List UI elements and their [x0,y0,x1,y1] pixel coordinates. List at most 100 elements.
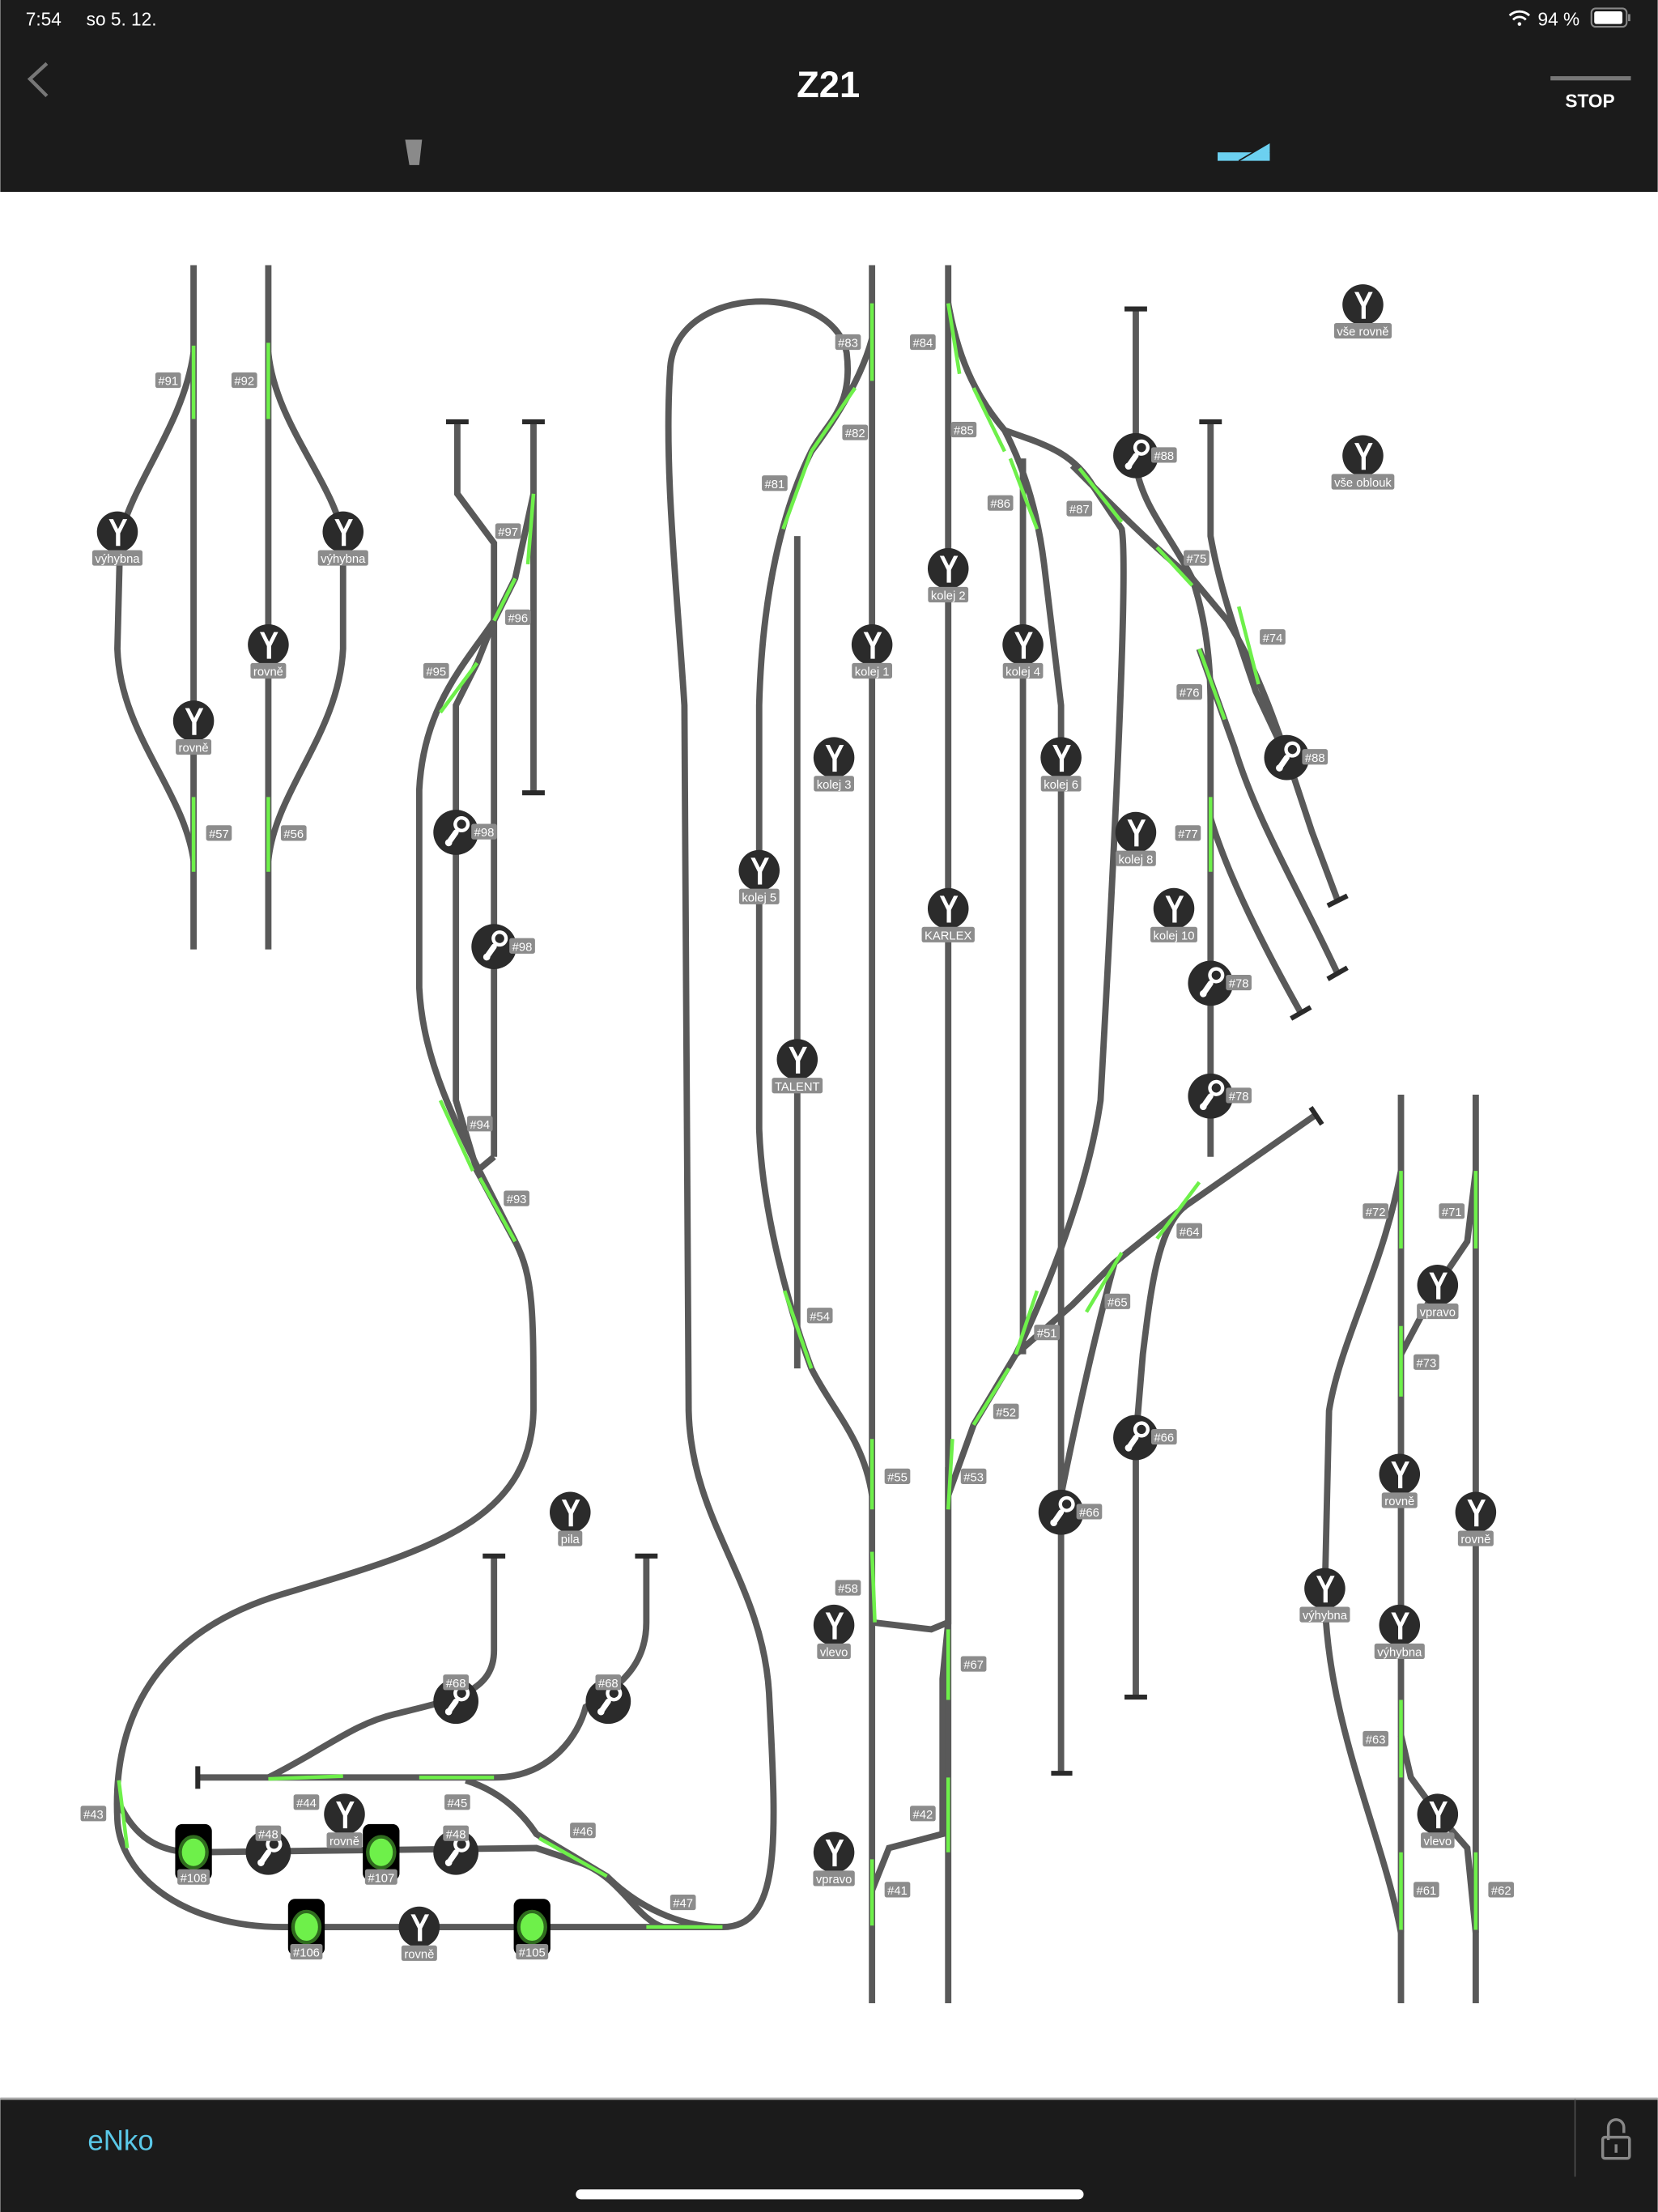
uncoupler-icon [1124,1421,1150,1452]
address-tag: #46 [570,1823,596,1839]
turnout-button[interactable]: TALENT [772,1039,823,1094]
turnout-label: rovně [1460,1534,1490,1546]
stop-button[interactable]: STOP [1550,76,1631,111]
turnout-button[interactable]: rovně [324,1793,365,1848]
address-label: #42 [913,1809,933,1822]
address-tag: #44 [293,1794,320,1810]
uncoupler-button[interactable]: #78 [1188,960,1252,1006]
address-label-bg [1439,1203,1465,1219]
uncoupler-button[interactable]: #66 [1038,1489,1103,1535]
turnout-label-bg [317,550,368,566]
address-tag: #94 [466,1116,493,1132]
turnout-button[interactable]: kolej 5 [738,849,780,905]
turnout-button[interactable]: výhybna [91,511,143,567]
turnout-button[interactable]: vše oblouk [1331,435,1395,491]
signal-button[interactable]: #105 [513,1899,551,1960]
address-tag: #77 [1175,825,1201,841]
turnout-button[interactable]: kolej 4 [1002,623,1044,679]
uncoupler-button[interactable]: #88 [1113,432,1177,479]
address-label-bg [1363,1203,1388,1219]
turnout-button[interactable]: pila [550,1491,591,1547]
address-tag: #87 [1066,500,1093,517]
address-label-bg [842,424,869,440]
turnout-button[interactable]: rovně [1379,1453,1421,1508]
turnout-button[interactable]: kolej 10 [1150,887,1197,943]
turnout-label: vše rovně [1337,326,1388,339]
uncoupler-button[interactable]: #78 [1188,1073,1252,1119]
address-label: #75 [1187,553,1207,566]
turnout-icon [825,1840,844,1867]
tab-turnout-icon[interactable] [1218,142,1270,162]
turnout-label-bg [1333,322,1392,339]
address-label: #97 [498,526,518,539]
address-label: #64 [1180,1226,1200,1239]
track-layout [113,265,1479,2004]
uncoupler-button[interactable]: #66 [1113,1414,1177,1461]
turnout-button[interactable]: kolej 1 [851,623,893,679]
turnout-label: výhybna [95,553,140,566]
address-label-bg [293,1794,320,1810]
turnout-button[interactable]: KARLEX [921,887,975,943]
uncoupler-button[interactable]: #98 [471,924,535,969]
uncoupler-button[interactable]: #98 [433,810,497,855]
turnout-button[interactable]: vlevo [1417,1793,1459,1848]
turnout-label-bg [91,550,143,566]
address-tag: #72 [1363,1203,1388,1219]
signal-label: #107 [368,1872,394,1885]
address-label: #92 [234,376,254,389]
address-label: #43 [83,1809,104,1822]
home-indicator[interactable] [576,2189,1084,2200]
address-label: #85 [954,425,974,438]
turnout-icon [1014,632,1033,659]
turnout-button[interactable]: kolej 3 [813,737,855,792]
turnout-label-bg [176,738,212,755]
turnout-button[interactable]: vpravo [1417,1265,1459,1320]
turnout-label-bg [813,1870,855,1887]
turnout-button[interactable]: kolej 2 [927,547,969,603]
uncoupler-button[interactable]: #88 [1264,734,1329,781]
turnout-button[interactable]: rovně [248,623,289,679]
lock-icon[interactable] [1601,2118,1631,2160]
turnout-button[interactable]: rovně [172,700,215,755]
turnout-label: výhybna [321,553,366,566]
turnout-button[interactable]: výhybna [317,511,368,567]
address-tag: #42 [910,1806,936,1822]
uncoupler-label: #98 [512,941,533,954]
address-label: #67 [963,1659,984,1672]
turnout-icon [1316,1576,1335,1603]
signal-button[interactable]: #108 [175,1823,212,1885]
address-label-bg [504,1190,529,1206]
turnout-button[interactable]: kolej 8 [1115,811,1157,867]
turnout-button[interactable]: rovně [1455,1491,1497,1547]
status-date: so 5. 12. [87,8,157,29]
signal-label-bg [364,1869,397,1885]
address-tag: #93 [504,1190,529,1206]
signal-button[interactable]: #107 [363,1823,400,1885]
signal-button[interactable]: #106 [287,1899,325,1960]
address-label: #47 [673,1898,693,1911]
back-chevron-icon[interactable] [27,62,49,98]
turnout-button[interactable]: výhybna [1374,1604,1425,1660]
tab-controller-icon[interactable] [405,139,423,165]
active-loco-name[interactable]: eNko [87,2125,153,2156]
turnout-label: kolej 1 [855,666,890,679]
address-label-bg [835,1580,861,1596]
uncoupler-icon [444,815,470,847]
wifi-icon [1508,10,1531,26]
turnout-label: vpravo [816,1874,852,1887]
turnout-label: vlevo [1424,1836,1452,1848]
turnout-button[interactable]: výhybna [1299,1568,1350,1623]
turnout-button[interactable]: vpravo [813,1831,855,1887]
uncoupler-button[interactable]: #48 [245,1825,291,1875]
turnout-label: kolej 3 [817,779,852,792]
address-tag: #64 [1176,1223,1203,1239]
turnout-button[interactable]: vlevo [813,1604,855,1660]
turnout-button[interactable]: kolej 6 [1040,737,1082,792]
uncoupler-button[interactable]: #48 [433,1825,479,1875]
uncoupler-button[interactable]: #68 [585,1674,631,1725]
address-label-bg [466,1116,493,1132]
uncoupler-label-bg [255,1825,282,1841]
turnout-button[interactable]: vše rovně [1333,284,1392,339]
uncoupler-button[interactable]: #68 [433,1674,479,1725]
turnout-button[interactable]: rovně [398,1906,440,1962]
